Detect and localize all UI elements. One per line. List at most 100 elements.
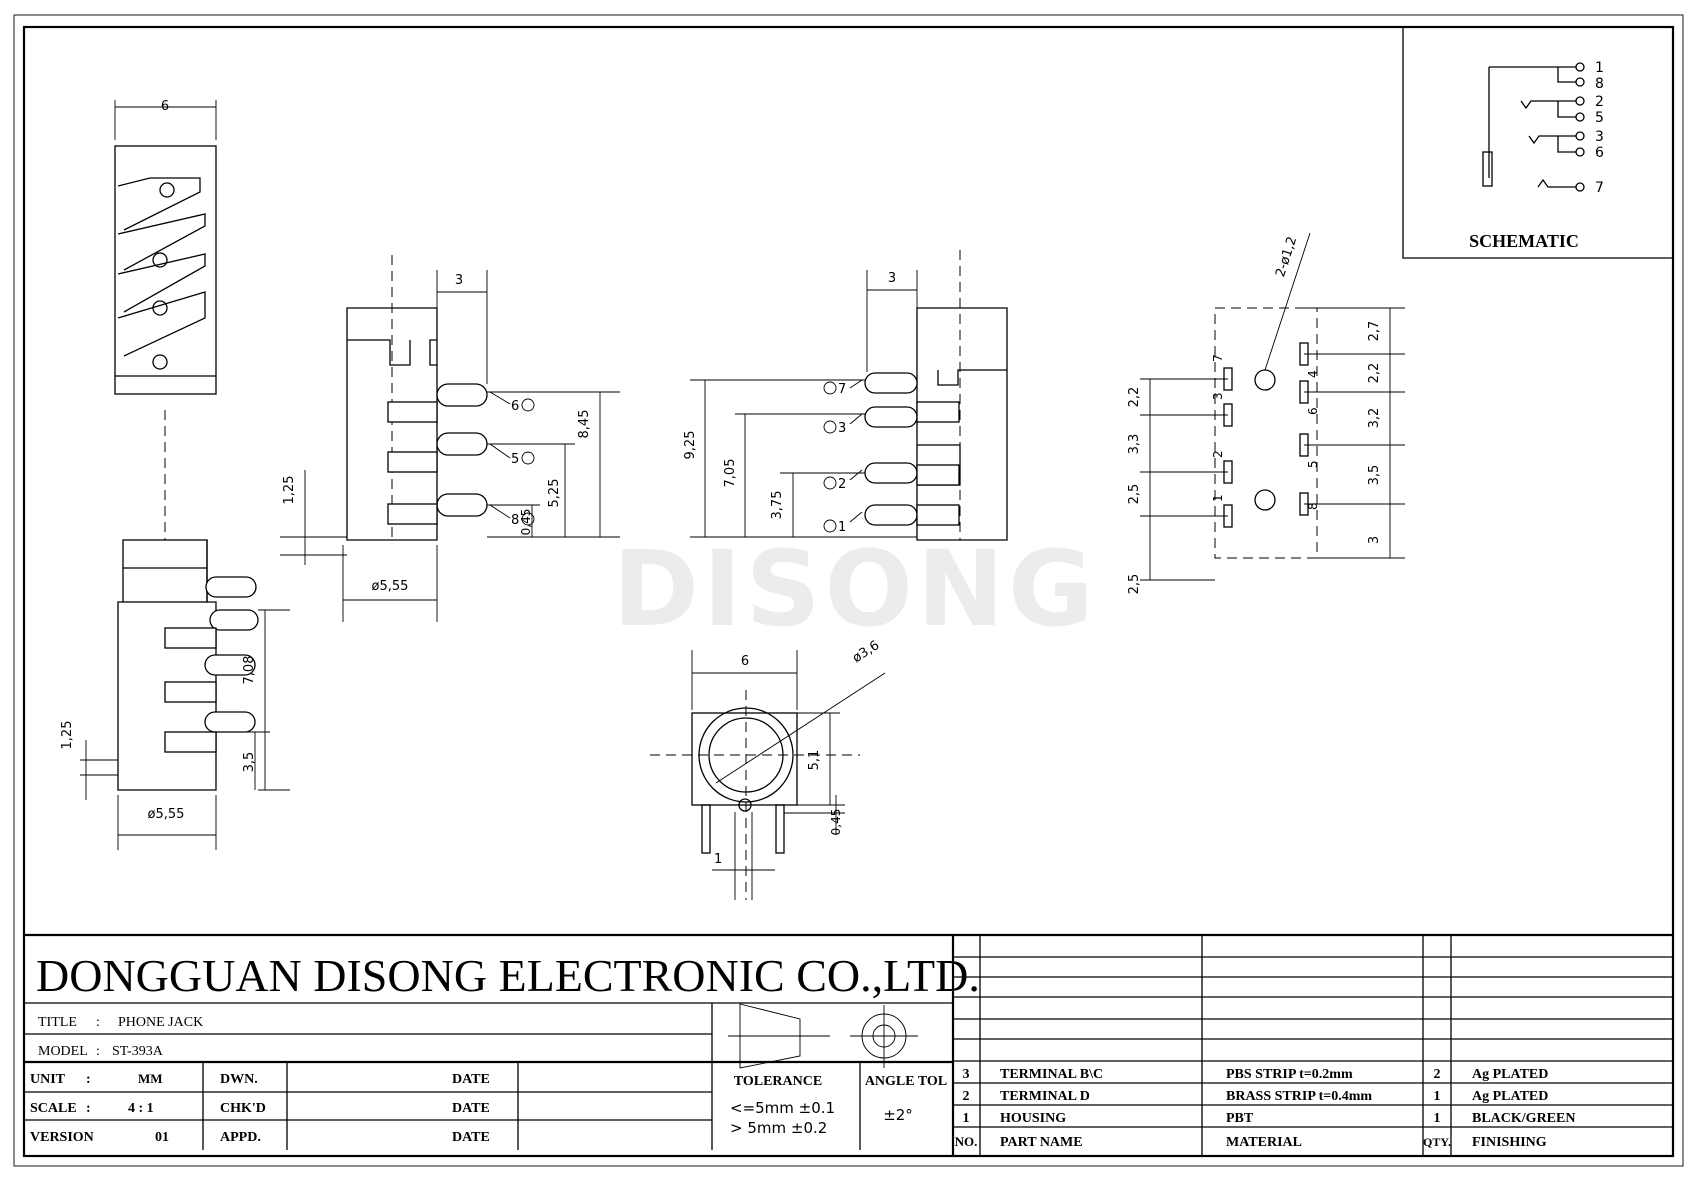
fp-dim-2-5-bottom: 2,5 [1127,574,1142,595]
dim-1-25-lower: 1,25 [60,721,75,750]
fp-dim-2-5-left: 2,5 [1127,484,1142,505]
part-row-1-qty: 1 [1434,1111,1441,1126]
unit-colon: : [86,1072,91,1087]
pad-7: 7 [1211,354,1225,362]
dim-5-1: 5,1 [807,750,822,771]
dim-8-45: 8,45 [577,410,592,439]
dim-9-25: 9,25 [683,431,698,460]
callout-pin-2: 2 [838,477,846,492]
callout-pin-3: 3 [838,421,846,436]
pad-6: 6 [1306,407,1320,415]
part-row-2-qty: 1 [1434,1089,1441,1104]
unit-label: UNIT [30,1072,66,1087]
scale-label: SCALE [30,1101,77,1116]
schematic-label: SCHEMATIC [1469,231,1579,251]
dim-2-d1-2: 2-ø1,2 [1273,235,1300,279]
part-row-3-finishing: Ag PLATED [1472,1067,1548,1082]
schematic-pin-2: 2 [1595,94,1604,110]
angle-tol-value: ±2° [883,1106,913,1124]
front-view: 6 ø3,6 1 5,1 0,45 [650,638,886,900]
dim-1: 1 [714,852,722,867]
appd-label: APPD. [220,1130,261,1145]
title-block: DONGGUAN DISONG ELECTRONIC CO.,LTD. TITL… [24,933,1673,1156]
side-view-pins-7321: 3 7 3 2 1 9,25 7,05 3,75 [683,250,1008,541]
model-value: ST-393A [112,1044,164,1059]
part-row-1-no: 1 [963,1111,970,1126]
unit-value: MM [138,1071,163,1086]
scale-value: 4 : 1 [128,1101,154,1116]
watermark: DISONG [613,528,1098,650]
fp-dim-3-2: 3,2 [1367,408,1382,429]
schematic-box: 1 8 2 5 3 6 7 SCHEMATIC [1402,27,1673,259]
part-row-1-material: PBT [1226,1111,1254,1126]
schematic-pin-7: 7 [1595,180,1604,196]
tolerance-line-2: > 5mm ±0.2 [730,1119,827,1137]
dim-0-45: 0,45 [519,509,533,536]
top-view: 6 [114,99,217,540]
side-view-pins-868: 3 6 5 8 8,45 5,25 0,45 1,25 ø5,55 [280,255,620,622]
tolerance-label: TOLERANCE [734,1074,822,1089]
angle-tol-label: ANGLE TOL [865,1074,947,1089]
header-part-name: PART NAME [1000,1135,1083,1150]
header-material: MATERIAL [1226,1135,1302,1150]
dim-3-75: 3,75 [770,491,785,520]
dim-3-5-lower: 3,5 [242,752,257,773]
fp-dim-2-7: 2,7 [1367,321,1382,342]
part-row-2-no: 2 [963,1089,970,1104]
part-row-3-name: TERMINAL B\C [1000,1067,1103,1082]
header-no: NO. [955,1134,978,1149]
title-colon: : [96,1015,100,1030]
dim-pitch-3-b: 3 [888,271,896,286]
pad-5: 5 [1306,460,1320,468]
inner-border [22,25,1675,1158]
part-row-1-finishing: BLACK/GREEN [1472,1111,1575,1126]
dim-5-25: 5,25 [547,479,562,508]
model-colon: : [96,1044,100,1059]
pad-8: 8 [1306,502,1320,510]
dim-front-width: 6 [741,654,749,669]
pad-3: 3 [1211,392,1225,400]
fp-dim-2-2-left: 2,2 [1127,387,1142,408]
pad-1: 1 [1211,494,1225,502]
part-row-1-name: HOUSING [1000,1111,1066,1126]
schematic-pin-1: 1 [1595,60,1604,76]
date-label-2: DATE [452,1101,490,1116]
side-view-lower: 7,08 3,5 1,25 ø5,55 [60,539,290,850]
outer-border [13,14,1684,1167]
part-row-3-no: 3 [963,1067,970,1082]
version-value: 01 [155,1130,169,1145]
header-finishing: FINISHING [1472,1135,1547,1150]
schematic-pin-6: 6 [1595,145,1604,161]
chkd-label: CHK'D [220,1101,266,1116]
company-name: DONGGUAN DISONG ELECTRONIC CO.,LTD. [36,950,980,1001]
dim-d5-55-lower: ø5,55 [148,807,185,822]
fp-dim-3-5: 3,5 [1367,465,1382,486]
dwn-label: DWN. [220,1072,258,1087]
schematic-pin-8: 8 [1595,76,1604,92]
header-qty: QTY. [1423,1135,1451,1149]
dim-d5-55-upper: ø5,55 [372,579,409,594]
date-label-3: DATE [452,1130,490,1145]
part-row-2-finishing: Ag PLATED [1472,1089,1548,1104]
part-row-3-qty: 2 [1434,1067,1441,1082]
dim-1-25-upper: 1,25 [282,476,297,505]
part-row-3-material: PBS STRIP t=0.2mm [1226,1067,1353,1082]
tolerance-line-1: <=5mm ±0.1 [730,1099,835,1117]
dim-7-05: 7,05 [723,459,738,488]
part-row-2-name: TERMINAL D [1000,1089,1090,1104]
pad-2: 2 [1211,450,1225,458]
date-label-1: DATE [452,1072,490,1087]
scale-colon: : [86,1101,91,1116]
title-label: TITLE [38,1015,77,1030]
callout-pin-7: 7 [838,382,846,397]
fp-dim-3: 3 [1367,536,1382,544]
schematic-pin-5: 5 [1595,110,1604,126]
callout-pin-1: 1 [838,520,846,535]
fp-dim-3-3: 3,3 [1127,434,1142,455]
version-label: VERSION [30,1130,94,1145]
callout-pin-5: 5 [511,452,519,467]
dim-top-width: 6 [161,99,169,114]
fp-dim-2-2-right: 2,2 [1367,363,1382,384]
pad-4: 4 [1306,370,1320,378]
